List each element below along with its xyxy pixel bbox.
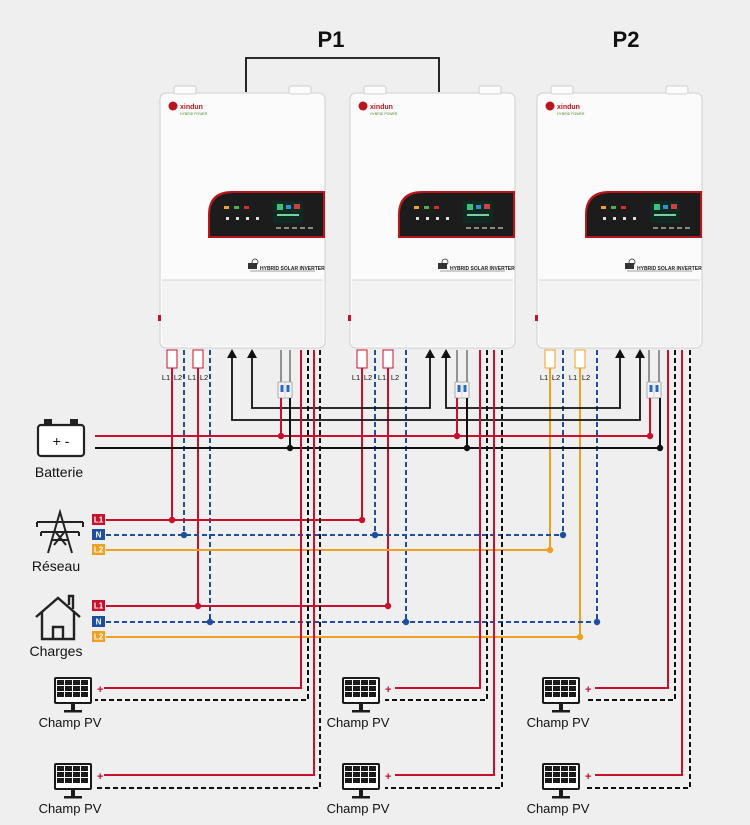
solar-panel-icon (542, 763, 580, 799)
inverter-brand-sub: HYBRID POWER (180, 112, 208, 116)
solar-panel-icon (542, 677, 580, 713)
solar-panel-icon (342, 763, 380, 799)
battery-breakers (277, 350, 662, 399)
pv-plus: + (97, 684, 103, 696)
pv-label: Champ PV (527, 715, 590, 730)
terminal-blocks (166, 349, 586, 369)
group-label-p2: P2 (613, 27, 640, 52)
terminal-label: L2 (391, 373, 399, 382)
terminal-label: L1 (540, 373, 548, 382)
terminal-label: L1 (162, 373, 170, 382)
pv-label: Champ PV (327, 715, 390, 730)
group-label-p1: P1 (318, 27, 345, 52)
pv-array-3: + Champ PV (327, 677, 391, 730)
pv-label: Champ PV (39, 715, 102, 730)
terminal-label: L1 (352, 373, 360, 382)
inverter-brand: xindun (370, 104, 393, 111)
terminal-labels: L1 L2 L1 L2 L1 L2 L1 L2 L1 L2 L1 L2 (162, 373, 590, 382)
loads-bus (106, 605, 597, 638)
grid-junctions (168, 516, 567, 554)
pv-plus: + (97, 771, 103, 783)
loads-source: Charges (30, 594, 83, 659)
terminal-label: L1 (378, 373, 386, 382)
loads-label: Charges (30, 643, 83, 659)
tag-n: N (96, 618, 102, 627)
terminal-label: L1 (188, 373, 196, 382)
phase-tags: L1 N L2 L1 N L2 (92, 514, 105, 642)
tag-l2: L2 (94, 546, 104, 555)
battery-junctions (277, 432, 664, 452)
inverter-brand: xindun (557, 104, 580, 111)
inverter-brand: xindun (180, 104, 203, 111)
house-icon (35, 594, 81, 641)
pv-plus: + (385, 771, 391, 783)
pv-plus: + (585, 684, 591, 696)
battery-symbol: + - (53, 433, 70, 449)
terminal-label: L2 (174, 373, 182, 382)
inverter-model: HYBRID SOLAR INVERTER (260, 266, 325, 272)
battery-label: Batterie (35, 464, 83, 480)
pv-plus: + (385, 684, 391, 696)
tag-n: N (96, 531, 102, 540)
tag-l1: L1 (94, 602, 104, 611)
pv-array-6: + Champ PV (527, 763, 591, 816)
pv-array-5: + Champ PV (527, 677, 591, 730)
inverter-model: HYBRID SOLAR INVERTER (450, 266, 515, 272)
pv-label: Champ PV (327, 801, 390, 816)
ac-terminal-wires (171, 350, 598, 637)
pylon-icon (36, 508, 84, 554)
battery-bus (95, 398, 661, 449)
solar-panel-icon (54, 677, 92, 713)
pv-cables (95, 350, 691, 789)
parallel-communication-cables (231, 356, 641, 421)
inverter-model: HYBRID SOLAR INVERTER (637, 266, 702, 272)
loads-junctions (194, 602, 601, 641)
terminal-label: L2 (552, 373, 560, 382)
inverter-3: xindun HYBRID POWER HYBRID SOLAR INVERTE… (534, 85, 703, 349)
battery-source: + - Batterie (35, 419, 86, 480)
tag-l1: L1 (94, 516, 104, 525)
pv-plus: + (585, 771, 591, 783)
cable-arrows (227, 349, 645, 358)
grid-label: Réseau (32, 558, 80, 574)
grid-source: Réseau (32, 508, 84, 574)
pv-label: Champ PV (39, 801, 102, 816)
inverter-2: xindun HYBRID POWER HYBRID SOLAR INVERTE… (347, 85, 516, 349)
terminal-label: L1 (569, 373, 577, 382)
inverter-brand-sub: HYBRID POWER (557, 112, 585, 116)
terminal-label: L2 (364, 373, 372, 382)
terminal-label: L2 (582, 373, 590, 382)
parallel-link-p1 (245, 57, 440, 92)
battery-icon: + - (36, 419, 86, 458)
inverter-1: xindun HYBRID POWER HYBRID SOLAR INVERTE… (157, 85, 326, 349)
terminal-label: L2 (200, 373, 208, 382)
pv-label: Champ PV (527, 801, 590, 816)
inverter-brand-sub: HYBRID POWER (370, 112, 398, 116)
pv-array-1: + Champ PV (39, 677, 103, 730)
pv-array-2: + Champ PV (39, 763, 103, 816)
tag-l2: L2 (94, 633, 104, 642)
solar-panel-icon (342, 677, 380, 713)
solar-panel-icon (54, 763, 92, 799)
pv-array-4: + Champ PV (327, 763, 391, 816)
